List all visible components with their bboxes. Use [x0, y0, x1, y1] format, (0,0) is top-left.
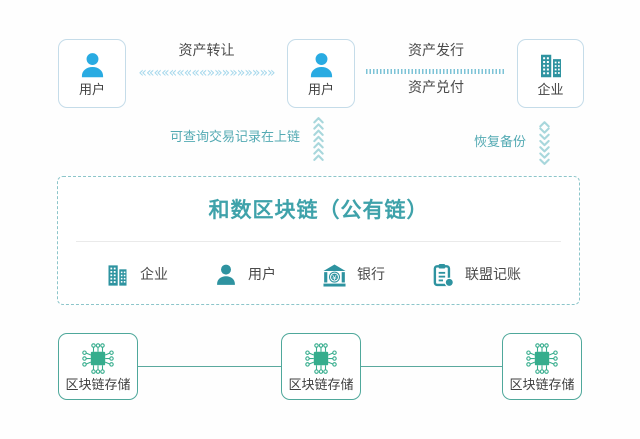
public-chain-box: 和数区块链（公有链） [57, 176, 580, 305]
participant-bank: ¥ 银行 [321, 262, 385, 289]
chain-participants: 企业 用户 [58, 255, 579, 295]
enterprise-node-label: 企业 [537, 82, 564, 98]
svg-text:¥: ¥ [332, 272, 337, 281]
building-icon [536, 51, 566, 81]
asset-redeem-label: 资产兑付 [408, 80, 464, 96]
storage-node-3: 区块链存储 [502, 333, 582, 400]
asset-issue-label: 资产发行 [408, 43, 464, 59]
storage-node-label: 区块链存储 [509, 378, 575, 393]
chip-icon [78, 341, 118, 377]
ledger-icon [430, 262, 456, 288]
asset-transfer-label: 资产转让 [178, 43, 235, 59]
participant-label: 用户 [248, 267, 276, 283]
user-node-label: 用户 [307, 83, 334, 98]
user-node-label: 用户 [78, 83, 105, 98]
participant-enterprise: 企业 [104, 262, 168, 289]
storage-node-label: 区块链存储 [288, 378, 354, 393]
building-icon [104, 262, 131, 289]
participant-label: 企业 [140, 267, 168, 283]
bank-icon: ¥ [321, 262, 348, 289]
user-icon [77, 50, 108, 81]
asset-issue-redeem-link: 资产发行 资产兑付 [355, 38, 517, 100]
storage-node-label: 区块链存储 [65, 378, 131, 393]
chain-title: 和数区块链（公有链） [208, 198, 429, 222]
storage-node-1: 区块链存储 [58, 333, 138, 400]
user-icon [213, 262, 239, 288]
chip-icon [301, 341, 341, 377]
storage-node-2: 区块链存储 [281, 333, 361, 400]
restore-backup-label: 恢复备份 [474, 135, 527, 150]
user-node-2: 用户 [287, 39, 355, 108]
chain-divider [76, 241, 561, 242]
user-icon [306, 50, 337, 81]
participant-user: 用户 [213, 262, 276, 288]
up-chevron-arrow [312, 114, 325, 164]
enterprise-node: 企业 [517, 39, 584, 108]
participant-label: 联盟记账 [465, 267, 521, 283]
participant-ledger: 联盟记账 [430, 262, 521, 288]
asset-transfer-link: 资产转让 «««««««««»»»»»»»»» [126, 38, 287, 98]
dotted-bar-line [366, 69, 506, 74]
bidirectional-chevron-arrow: «««««««««»»»»»»»»» [138, 65, 275, 81]
up-down-chevron-arrow [538, 117, 551, 167]
participant-label: 银行 [357, 267, 385, 283]
user-node-1: 用户 [58, 39, 126, 108]
query-chain-label: 可查询交易记录在上链 [170, 130, 301, 145]
chip-icon [522, 341, 562, 377]
